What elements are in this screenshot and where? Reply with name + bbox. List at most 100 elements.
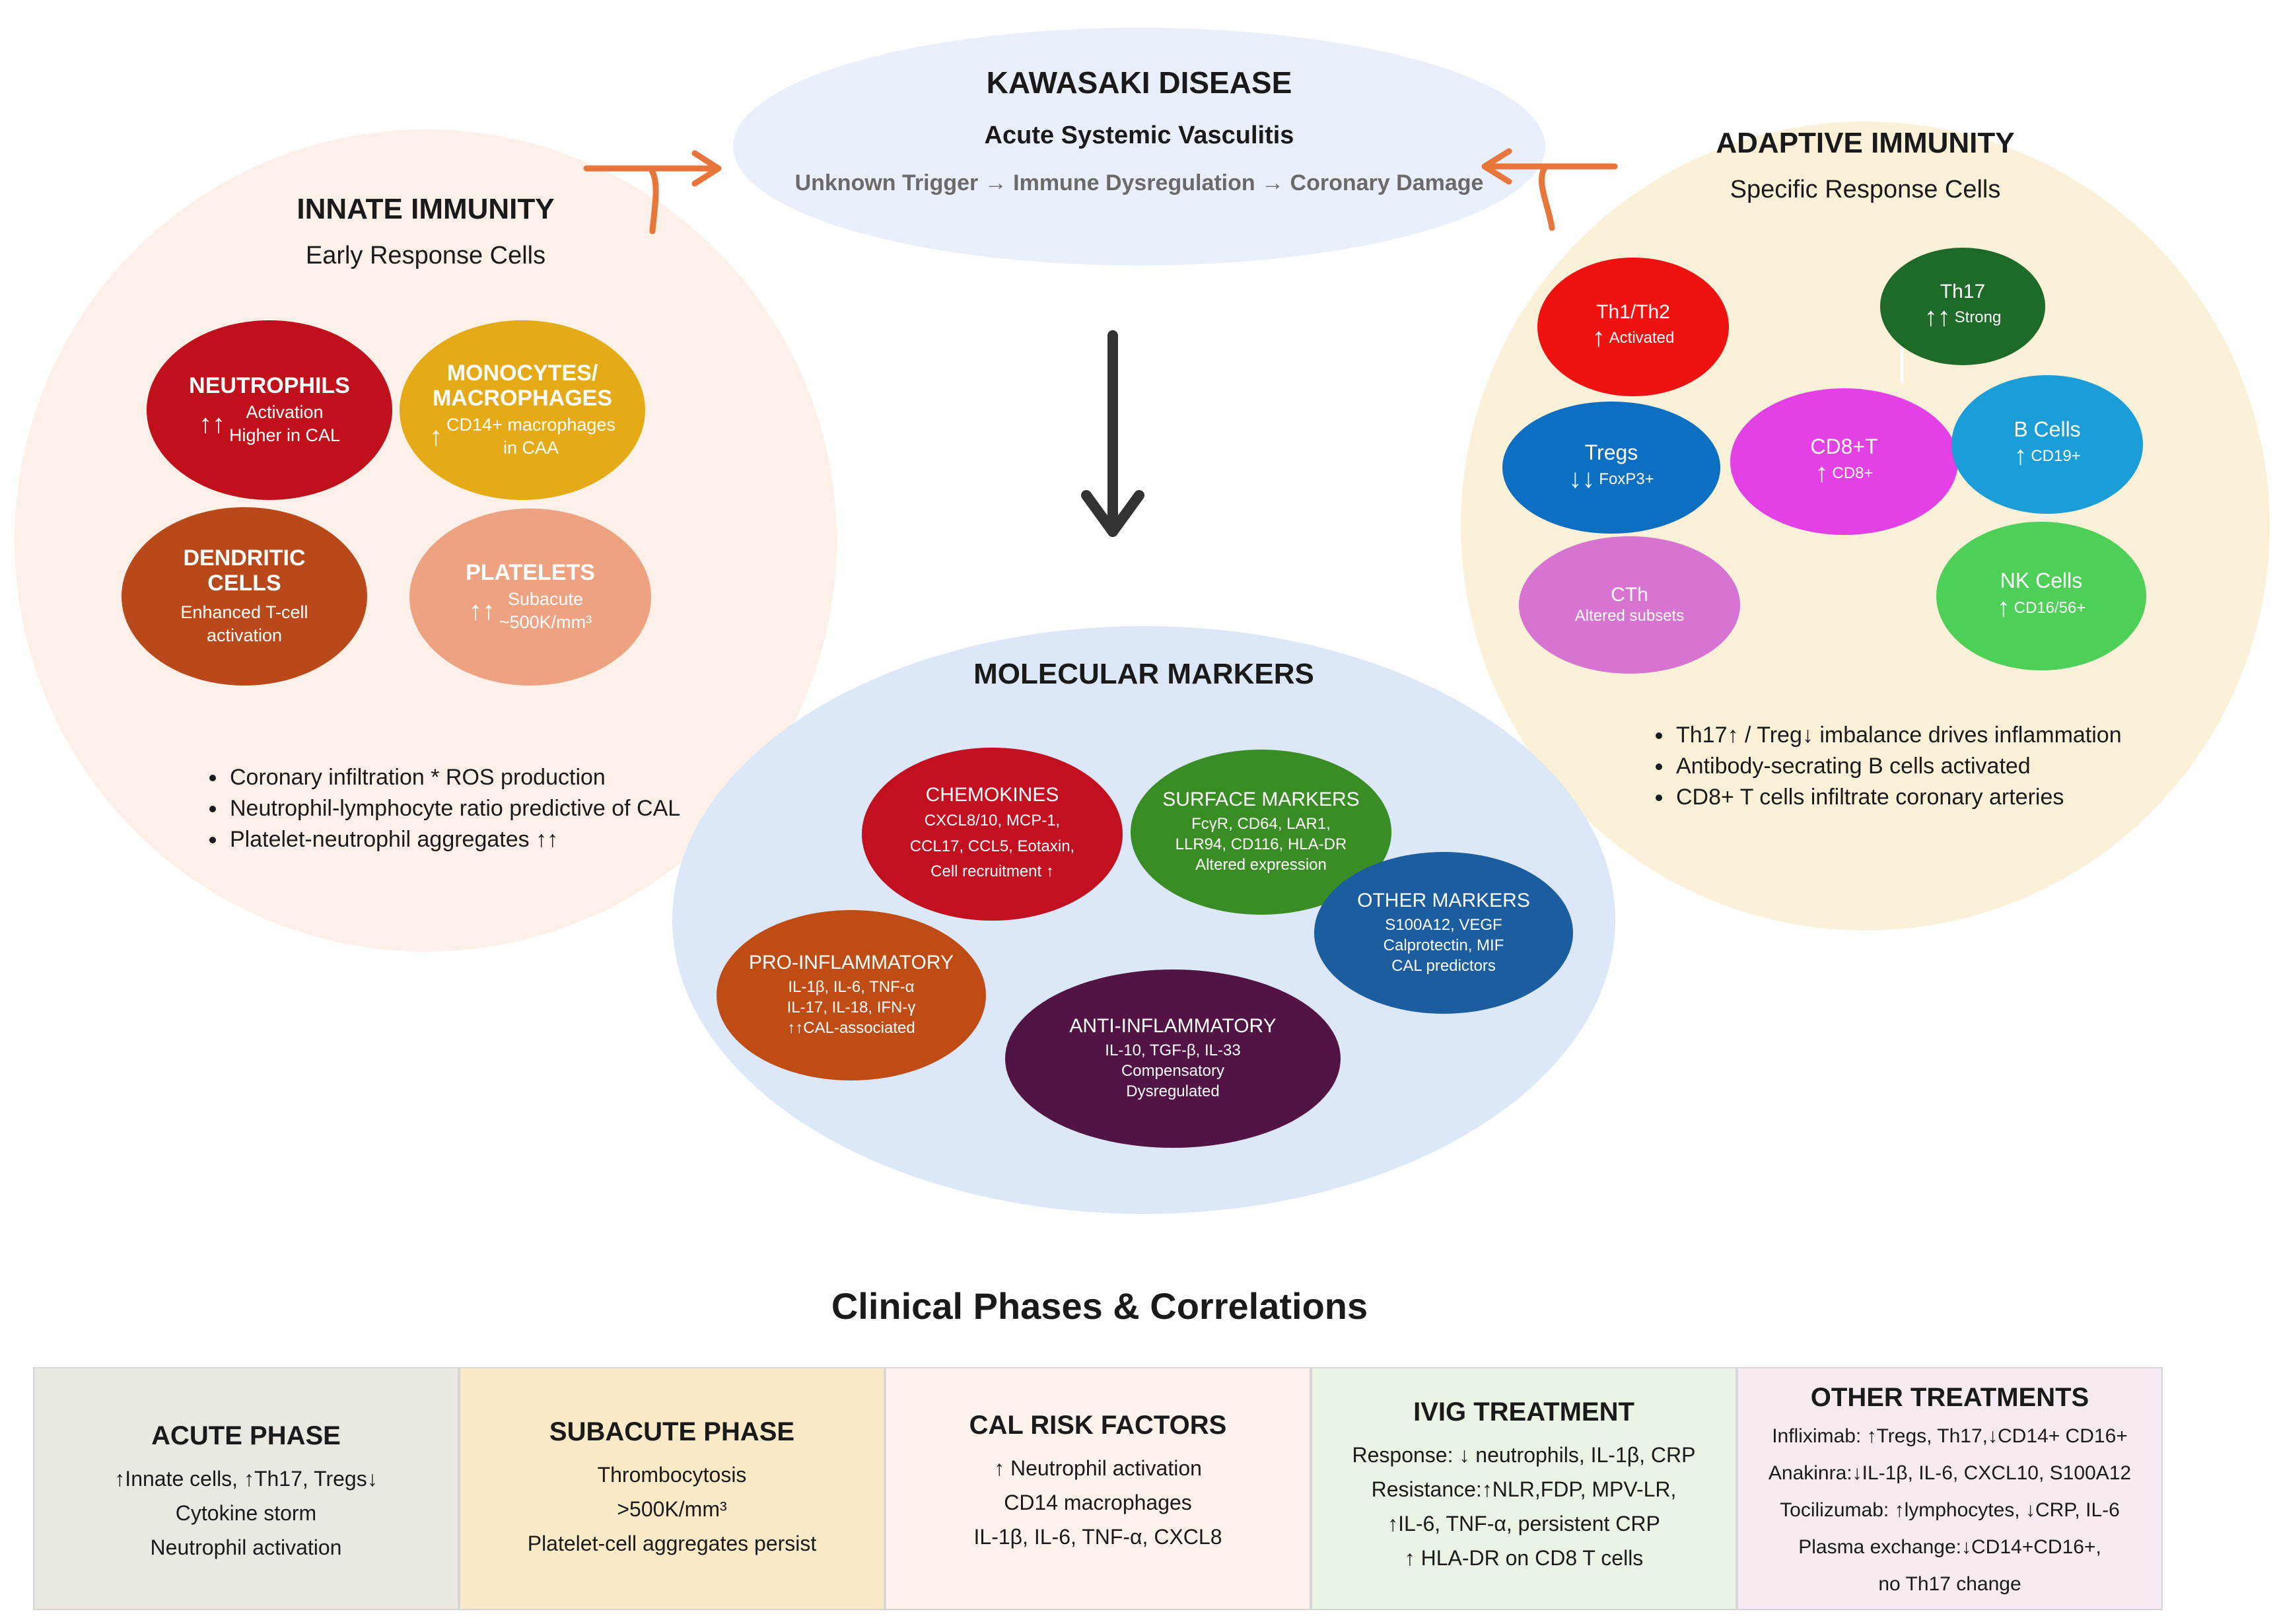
acute-phase-line: ↑Innate cells, ↑Th17, Tregs↓ [114, 1467, 378, 1491]
chemokines-detail: CXCL8/10, MCP-1, CCL17, CCL5, Eotaxin, C… [909, 812, 1075, 880]
subacute-phase-line: Thrombocytosis [597, 1463, 747, 1487]
cal-risk-factors-title: CAL RISK FACTORS [969, 1411, 1227, 1440]
clinical-title: Clinical Phases & Correlations [831, 1285, 1368, 1327]
acute-phase-title: ACUTE PHASE [151, 1421, 341, 1450]
monocytes-detail: CD14+ macrophages in CAA [446, 414, 615, 458]
cd8-t-detail: CD8+ [1832, 464, 1874, 483]
cal-risk-factors-line: ↑ Neutrophil activation [994, 1456, 1202, 1480]
other-treatments-line: Plasma exchange:↓CD14+CD16+, [1798, 1536, 2101, 1558]
cal-risk-factors-line: CD14 macrophages [1004, 1491, 1192, 1514]
tregs-detail: FoxP3+ [1599, 470, 1654, 489]
monocytes-bubble: MONOCYTES/ MACROPHAGES ↑ CD14+ macrophag… [400, 320, 645, 500]
th17-bubble: Th17 ↑↑ Strong [1880, 248, 2045, 365]
cal-risk-factors-line: IL-1β, IL-6, TNF-α, CXCL8 [973, 1525, 1222, 1549]
surface-markers-label: SURFACE MARKERS [1162, 789, 1360, 811]
monocytes-arrow: ↑ [429, 421, 443, 451]
chemokines-label: CHEMOKINES [925, 783, 1059, 806]
th17-label: Th17 [1940, 280, 1986, 302]
subacute-phase-line: Platelet-cell aggregates persist [527, 1532, 817, 1555]
b-cells-arrow: ↑ [2014, 441, 2027, 471]
th1-th2-arrow: ↑ [1592, 323, 1605, 353]
other-markers-bubble: OTHER MARKERS S100A12, VEGF Calprotectin… [1314, 852, 1573, 1014]
platelets-arrow: ↑↑ [468, 596, 495, 625]
molecular-title: MOLECULAR MARKERS [973, 658, 1314, 690]
dendritic-cells-bubble: DENDRITIC CELLS Enhanced T-cell activati… [122, 507, 367, 686]
th17-arrow: ↑↑ [1924, 302, 1951, 332]
cth-label: CTh [1611, 583, 1648, 606]
ivig-treatment-card: IVIG TREATMENT Response: ↓ neutrophils, … [1311, 1367, 1737, 1610]
neutrophils-label: NEUTROPHILS [189, 372, 350, 398]
kawasaki-header-panel [733, 28, 1545, 265]
left-orange-arrow [583, 150, 722, 234]
anti-inflammatory-detail: IL-10, TGF-β, IL-33 Compensatory Dysregu… [1105, 1041, 1241, 1101]
nk-cells-bubble: NK Cells ↑ CD16/56+ [1936, 522, 2146, 670]
pro-inflammatory-bubble: PRO-INFLAMMATORY IL-1β, IL-6, TNF-α IL-1… [717, 910, 986, 1080]
b-cells-label: B Cells [2014, 417, 2081, 441]
innate-bullet: Neutrophil-lymphocyte ratio predictive o… [227, 793, 822, 824]
platelets-label: PLATELETS [466, 559, 595, 585]
innate-title: INNATE IMMUNITY [297, 193, 555, 225]
cd8-t-bubble: CD8+T ↑ CD8+ [1730, 388, 1958, 535]
other-treatments-line: no Th17 change [1878, 1573, 2021, 1595]
acute-phase-card: ACUTE PHASE ↑Innate cells, ↑Th17, Tregs↓… [33, 1367, 459, 1610]
innate-bullet: Coronary infiltration * ROS production [227, 762, 822, 793]
right-orange-arrow [1481, 148, 1618, 231]
kawasaki-subtitle: Acute Systemic Vasculitis [984, 122, 1294, 149]
tregs-bubble: Tregs ↓↓ FoxP3+ [1502, 402, 1720, 534]
adaptive-bullet: Th17↑ / Treg↓ imbalance drives inflammat… [1673, 720, 2268, 751]
nk-cells-detail: CD16/56+ [2014, 598, 2086, 617]
other-treatments-title: OTHER TREATMENTS [1810, 1383, 2089, 1412]
other-treatments-card: OTHER TREATMENTS Infliximab: ↑Tregs, Th1… [1737, 1367, 2163, 1610]
cd8-t-label: CD8+T [1810, 434, 1878, 458]
adaptive-bullets: Th17↑ / Treg↓ imbalance drives inflammat… [1644, 720, 2268, 813]
adaptive-title: ADAPTIVE IMMUNITY [1716, 127, 2015, 159]
dendritic-cells-label: DENDRITIC CELLS [183, 545, 306, 596]
b-cells-detail: CD19+ [2031, 447, 2081, 466]
cth-detail: Altered subsets [1574, 607, 1685, 625]
adaptive-bullet: Antibody-secrating B cells activated [1673, 751, 2268, 782]
down-arrow [1081, 330, 1144, 537]
other-treatments-line: Tocilizumab: ↑lymphocytes, ↓CRP, IL-6 [1780, 1499, 2120, 1521]
acute-phase-line: Neutrophil activation [150, 1536, 342, 1559]
other-markers-label: OTHER MARKERS [1357, 889, 1530, 911]
other-treatments-line: Infliximab: ↑Tregs, Th17,↓CD14+ CD16+ [1772, 1425, 2128, 1447]
subacute-phase-title: SUBACUTE PHASE [549, 1417, 795, 1446]
acute-phase-line: Cytokine storm [175, 1501, 317, 1525]
dendritic-cells-detail: Enhanced T-cell activation [180, 602, 308, 646]
cd8-t-arrow: ↑ [1815, 458, 1829, 488]
th1-th2-label: Th1/Th2 [1596, 300, 1670, 323]
tregs-arrow: ↓↓ [1568, 464, 1595, 494]
surface-markers-detail: FcγR, CD64, LAR1, LLR94, CD116, HLA-DR A… [1175, 815, 1347, 874]
ivig-treatment-title: IVIG TREATMENT [1413, 1397, 1634, 1427]
cal-risk-factors-card: CAL RISK FACTORS ↑ Neutrophil activation… [885, 1367, 1311, 1610]
monocytes-label: MONOCYTES/ MACROPHAGES [432, 360, 613, 411]
innate-bullet: Platelet-neutrophil aggregates ↑↑ [227, 824, 822, 855]
ivig-treatment-line: ↑IL-6, TNF-α, persistent CRP [1387, 1512, 1660, 1536]
cth-bubble: CTh Altered subsets [1519, 536, 1740, 674]
th17-detail: Strong [1954, 308, 2002, 327]
nk-cells-label: NK Cells [2000, 569, 2083, 593]
subacute-phase-card: SUBACUTE PHASE Thrombocytosis >500K/mm³ … [459, 1367, 885, 1610]
ivig-treatment-line: Resistance:↑NLR,FDP, MPV-LR, [1371, 1477, 1677, 1501]
kawasaki-title: KAWASAKI DISEASE [986, 65, 1292, 100]
anti-inflammatory-label: ANTI-INFLAMMATORY [1069, 1015, 1277, 1038]
ivig-treatment-line: ↑ HLA-DR on CD8 T cells [1404, 1546, 1644, 1570]
th1-th2-detail: Activated [1609, 329, 1675, 347]
pro-inflammatory-detail: IL-1β, IL-6, TNF-α IL-17, IL-18, IFN-γ ↑… [787, 978, 916, 1038]
nk-cells-arrow: ↑ [1996, 592, 2010, 622]
neutrophils-bubble: NEUTROPHILS ↑↑ Activation Higher in CAL [147, 320, 392, 500]
tregs-label: Tregs [1584, 440, 1638, 464]
surface-markers-bubble: SURFACE MARKERS FcγR, CD64, LAR1, LLR94,… [1131, 750, 1391, 915]
other-treatments-line: Anakinra:↓IL-1β, IL-6, CXCL10, S100A12 [1768, 1462, 2132, 1484]
ivig-treatment-line: Response: ↓ neutrophils, IL-1β, CRP [1352, 1443, 1696, 1467]
th1-th2-bubble: Th1/Th2 ↑ Activated [1537, 258, 1729, 396]
neutrophils-arrow: ↑↑ [198, 409, 225, 439]
platelets-bubble: PLATELETS ↑↑ Subacute ~500K/mm³ [409, 509, 651, 686]
platelets-detail: Subacute ~500K/mm³ [499, 588, 592, 633]
subacute-phase-line: >500K/mm³ [617, 1497, 727, 1521]
innate-subtitle: Early Response Cells [305, 242, 546, 269]
b-cells-bubble: B Cells ↑ CD19+ [1951, 375, 2143, 514]
anti-inflammatory-bubble: ANTI-INFLAMMATORY IL-10, TGF-β, IL-33 Co… [1005, 970, 1341, 1148]
adaptive-bullet: CD8+ T cells infiltrate coronary arterie… [1673, 782, 2268, 813]
